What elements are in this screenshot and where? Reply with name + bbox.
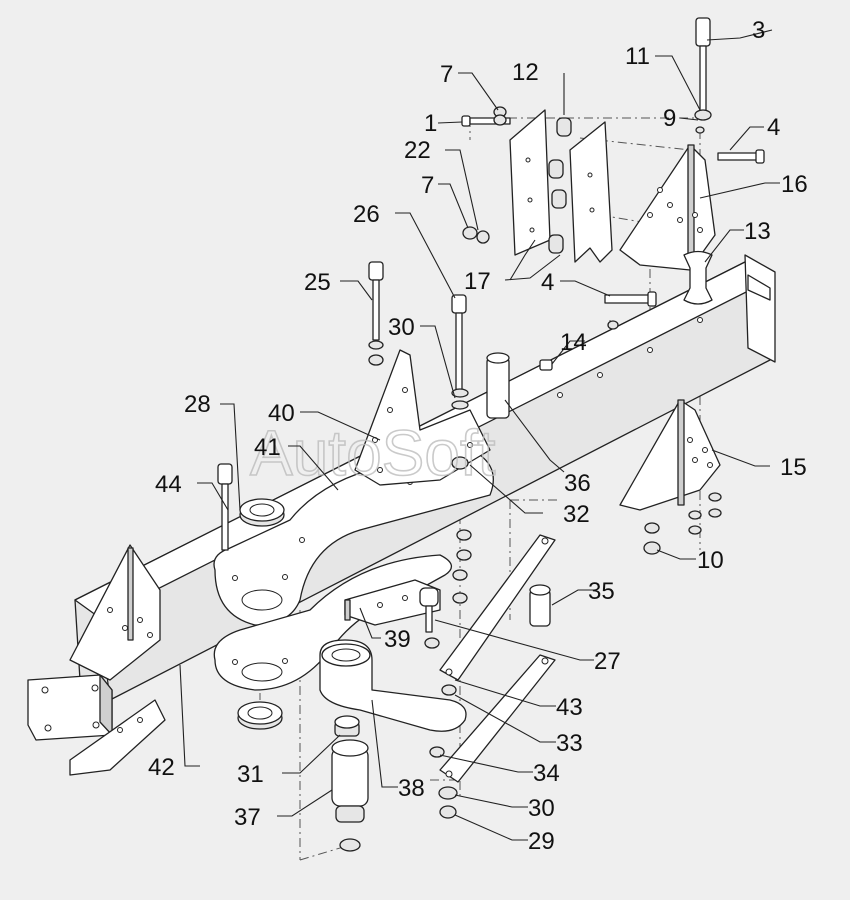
callout-32: 32 bbox=[563, 501, 590, 528]
callout-26: 26 bbox=[353, 201, 380, 228]
rear-bracket-16 bbox=[619, 144, 716, 271]
callout-16: 16 bbox=[781, 171, 808, 198]
bolt-4-lower bbox=[604, 291, 657, 307]
callout-7-lower: 7 bbox=[421, 172, 434, 199]
callout-25: 25 bbox=[304, 269, 331, 296]
callout-17: 17 bbox=[464, 268, 491, 295]
callout-11: 11 bbox=[625, 43, 650, 70]
mounting-plate-17-right bbox=[569, 121, 613, 263]
callout-37: 37 bbox=[234, 804, 261, 831]
left-gusset-bracket-lower bbox=[69, 699, 166, 776]
callout-1: 1 bbox=[424, 110, 437, 137]
bolt-44 bbox=[217, 463, 233, 551]
callout-12: 12 bbox=[512, 59, 539, 86]
callout-27: 27 bbox=[594, 648, 621, 675]
bolt-27 bbox=[419, 587, 439, 633]
bushing-13 bbox=[683, 250, 713, 305]
callout-30-lower: 30 bbox=[528, 795, 555, 822]
callout-4-upper: 4 bbox=[767, 114, 780, 141]
callout-34: 34 bbox=[533, 760, 560, 787]
castle-nut-28 bbox=[239, 498, 285, 527]
sleeve-14 bbox=[539, 359, 553, 371]
callout-35: 35 bbox=[588, 578, 615, 605]
callout-4-lower: 4 bbox=[541, 269, 554, 296]
bolt-26 bbox=[451, 294, 467, 392]
callout-3: 3 bbox=[752, 17, 765, 44]
king-pin-37 bbox=[331, 739, 369, 852]
bolt-4-upper bbox=[717, 149, 765, 164]
sleeve-35 bbox=[529, 584, 551, 627]
callout-15: 15 bbox=[780, 454, 807, 481]
link-arm-38 bbox=[319, 639, 467, 732]
callout-42: 42 bbox=[148, 754, 175, 781]
callout-13: 13 bbox=[744, 218, 771, 245]
callout-33: 33 bbox=[556, 730, 583, 757]
left-gusset-bracket-upper bbox=[69, 544, 161, 681]
callout-31: 31 bbox=[237, 761, 264, 788]
callout-40: 40 bbox=[268, 400, 295, 427]
callout-30-upper: 30 bbox=[388, 314, 415, 341]
rear-bracket-15 bbox=[619, 399, 721, 511]
callout-29: 29 bbox=[528, 828, 555, 855]
bolt-3 bbox=[695, 17, 711, 112]
callout-44: 44 bbox=[155, 471, 182, 498]
bolt-1 bbox=[461, 115, 511, 127]
watermark-text: AutoSoft bbox=[250, 417, 496, 489]
end-flange-plate bbox=[27, 674, 113, 741]
bolt-25 bbox=[368, 261, 384, 341]
castle-nut-lower bbox=[237, 701, 283, 730]
bush-31 bbox=[334, 715, 360, 737]
callout-leader-lines bbox=[179, 29, 780, 841]
callout-9: 9 bbox=[663, 105, 676, 132]
lower-mount-bracket-39 bbox=[344, 579, 441, 626]
callout-38: 38 bbox=[398, 775, 425, 802]
callout-36: 36 bbox=[564, 470, 591, 497]
link-bar-upper-43 bbox=[439, 534, 556, 681]
callout-41: 41 bbox=[254, 434, 281, 461]
callout-labels: 3 11 9 4 7 1 12 22 7 16 13 17 4 26 25 30… bbox=[148, 17, 808, 855]
callout-28: 28 bbox=[184, 391, 211, 418]
nuts-and-washers bbox=[368, 106, 722, 819]
callout-10: 10 bbox=[697, 547, 724, 574]
sleeve-36 bbox=[486, 352, 510, 419]
spacer-bushes-12 bbox=[548, 117, 572, 254]
swing-arm-upper-plate bbox=[213, 454, 494, 626]
callout-14: 14 bbox=[560, 329, 587, 356]
callout-7-upper: 7 bbox=[440, 61, 453, 88]
callout-39: 39 bbox=[384, 626, 411, 653]
callout-22: 22 bbox=[404, 137, 431, 164]
callout-43: 43 bbox=[556, 694, 583, 721]
